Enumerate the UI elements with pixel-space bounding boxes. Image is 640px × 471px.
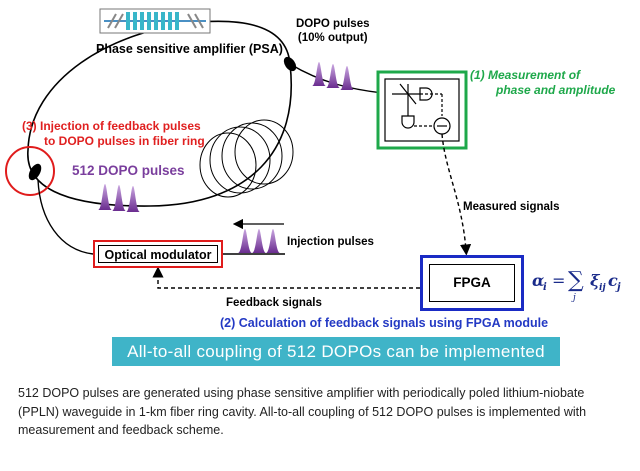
output-pulses <box>312 62 354 90</box>
fiber-spool <box>199 119 294 198</box>
fpga-label: FPGA <box>429 264 515 302</box>
dopo-diagram: Phase sensitive amplifier (PSA) DOPO pul… <box>5 8 630 366</box>
summary-banner-text: All-to-all coupling of 512 DOPOs can be … <box>127 342 545 361</box>
ring-pulses <box>98 184 140 212</box>
svg-text:∑: ∑ <box>568 268 584 293</box>
svg-text:=: = <box>552 271 565 290</box>
psa-waveguide <box>99 8 211 34</box>
modulator-to-ring <box>37 179 94 255</box>
injection-coupler <box>28 163 42 181</box>
summary-banner: All-to-all coupling of 512 DOPOs can be … <box>112 337 560 366</box>
output-coupler <box>283 56 297 72</box>
calculation-title: (2) Calculation of feedback signals usin… <box>220 316 549 330</box>
measurement-title-line2: phase and amplitude <box>496 83 616 97</box>
measured-signal-arrow <box>441 133 472 256</box>
injection-title-line1: (3) Injection of feedback pulses <box>22 119 201 133</box>
measurement-title: (1) Measurement of phase and amplitude <box>470 68 615 98</box>
diagram-graphics <box>5 8 472 289</box>
injection-pulses-label: Injection pulses <box>287 236 374 248</box>
fpga-box: FPGA <box>420 255 524 311</box>
svg-text:α: α <box>532 271 544 290</box>
feedback-signals-label: Feedback signals <box>226 297 322 309</box>
injection-coupler-highlight <box>5 146 55 196</box>
dopo-output-label: DOPO pulses (10% output) <box>296 17 370 45</box>
injection-title-line2: to DOPO pulses in fiber ring <box>44 134 205 148</box>
dopo-output-line1: DOPO pulses <box>296 18 370 30</box>
svg-text:j: j <box>615 282 621 293</box>
measurement-optics <box>392 83 451 135</box>
dopo512-label: 512 DOPO pulses <box>72 163 185 178</box>
measured-signals-label: Measured signals <box>463 201 560 213</box>
formula-graphic: α i = ∑ j ξ ij c j <box>532 268 621 303</box>
psa-label: Phase sensitive amplifier (PSA) <box>96 42 283 56</box>
dopo-output-line2: (10% output) <box>297 32 368 44</box>
optical-modulator-label: Optical modulator <box>98 245 218 263</box>
coupling-formula: α i = ∑ j ξ ij c j <box>530 262 630 303</box>
injection-pulses-graphic <box>238 229 280 253</box>
feedback-signal-arrow <box>152 266 420 289</box>
svg-text:ξ: ξ <box>590 271 601 290</box>
measurement-title-line1: (1) Measurement of <box>470 68 581 82</box>
figure-caption: 512 DOPO pulses are generated using phas… <box>18 386 587 437</box>
svg-text:i: i <box>543 282 547 293</box>
svg-text:j: j <box>571 293 576 302</box>
svg-text:ij: ij <box>599 283 606 293</box>
optical-modulator-box: Optical modulator <box>93 240 223 268</box>
injection-title: (3) Injection of feedback pulses to DOPO… <box>22 119 205 149</box>
svg-text:c: c <box>608 271 618 290</box>
